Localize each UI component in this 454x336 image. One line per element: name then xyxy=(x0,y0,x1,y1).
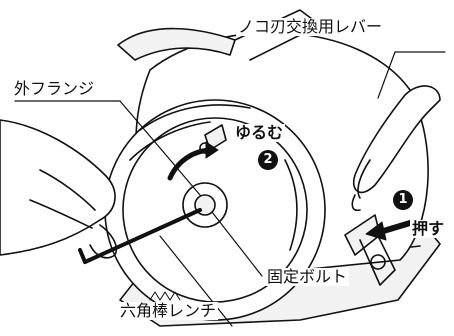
leader-lever xyxy=(377,51,396,99)
fixing-bolt-label: 固定ボルト xyxy=(265,267,350,286)
outer-flange-label: 外フランジ xyxy=(12,79,97,98)
leader-hex-wrench xyxy=(159,235,233,327)
top-handle xyxy=(117,27,236,61)
hex-wrench-label: 六角棒レンチ xyxy=(118,301,219,320)
loosen-label: ゆるむ xyxy=(233,123,286,142)
leader-outer-flange xyxy=(119,100,201,196)
leader-fixing-bolt xyxy=(211,211,263,277)
hex-wrench xyxy=(83,208,202,264)
left-hand xyxy=(0,119,116,256)
press-arrow-icon xyxy=(377,220,413,235)
step-one-badge: 1 xyxy=(393,190,413,210)
lever-label: ノコ刃交換用レバー xyxy=(236,17,385,36)
step-two-badge: 2 xyxy=(258,150,278,170)
right-hand xyxy=(353,85,441,194)
press-label: 押す xyxy=(410,219,447,238)
